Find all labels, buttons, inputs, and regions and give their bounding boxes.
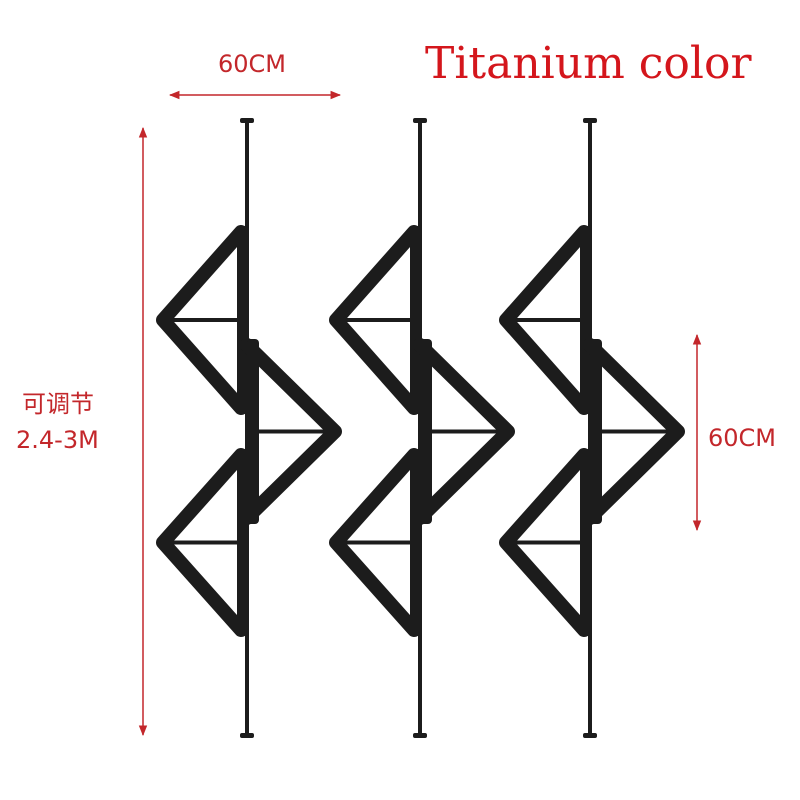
color-title: Titanium color (425, 38, 752, 89)
shelf-unit (499, 118, 685, 738)
height-range-label: 2.4-3M (16, 426, 99, 454)
triangle-shelf (329, 448, 422, 637)
shelf-unit (329, 118, 515, 738)
bottom-cap (240, 733, 254, 738)
triangle-shelf (329, 225, 422, 415)
triangle-shelf (240, 338, 342, 525)
triangle-shelf (583, 338, 685, 525)
triangle-shelf (499, 448, 592, 637)
width-label: 60CM (218, 50, 287, 78)
triangle-shelf (156, 225, 249, 415)
shelf-spacing-label: 60CM (708, 424, 777, 452)
bottom-cap (583, 733, 597, 738)
adjustable-label: 可调节 (22, 390, 94, 418)
triangle-shelf (413, 338, 515, 525)
shelf-unit (156, 118, 342, 738)
triangle-shelf (499, 225, 592, 415)
bottom-cap (413, 733, 427, 738)
triangle-shelf (156, 448, 249, 637)
